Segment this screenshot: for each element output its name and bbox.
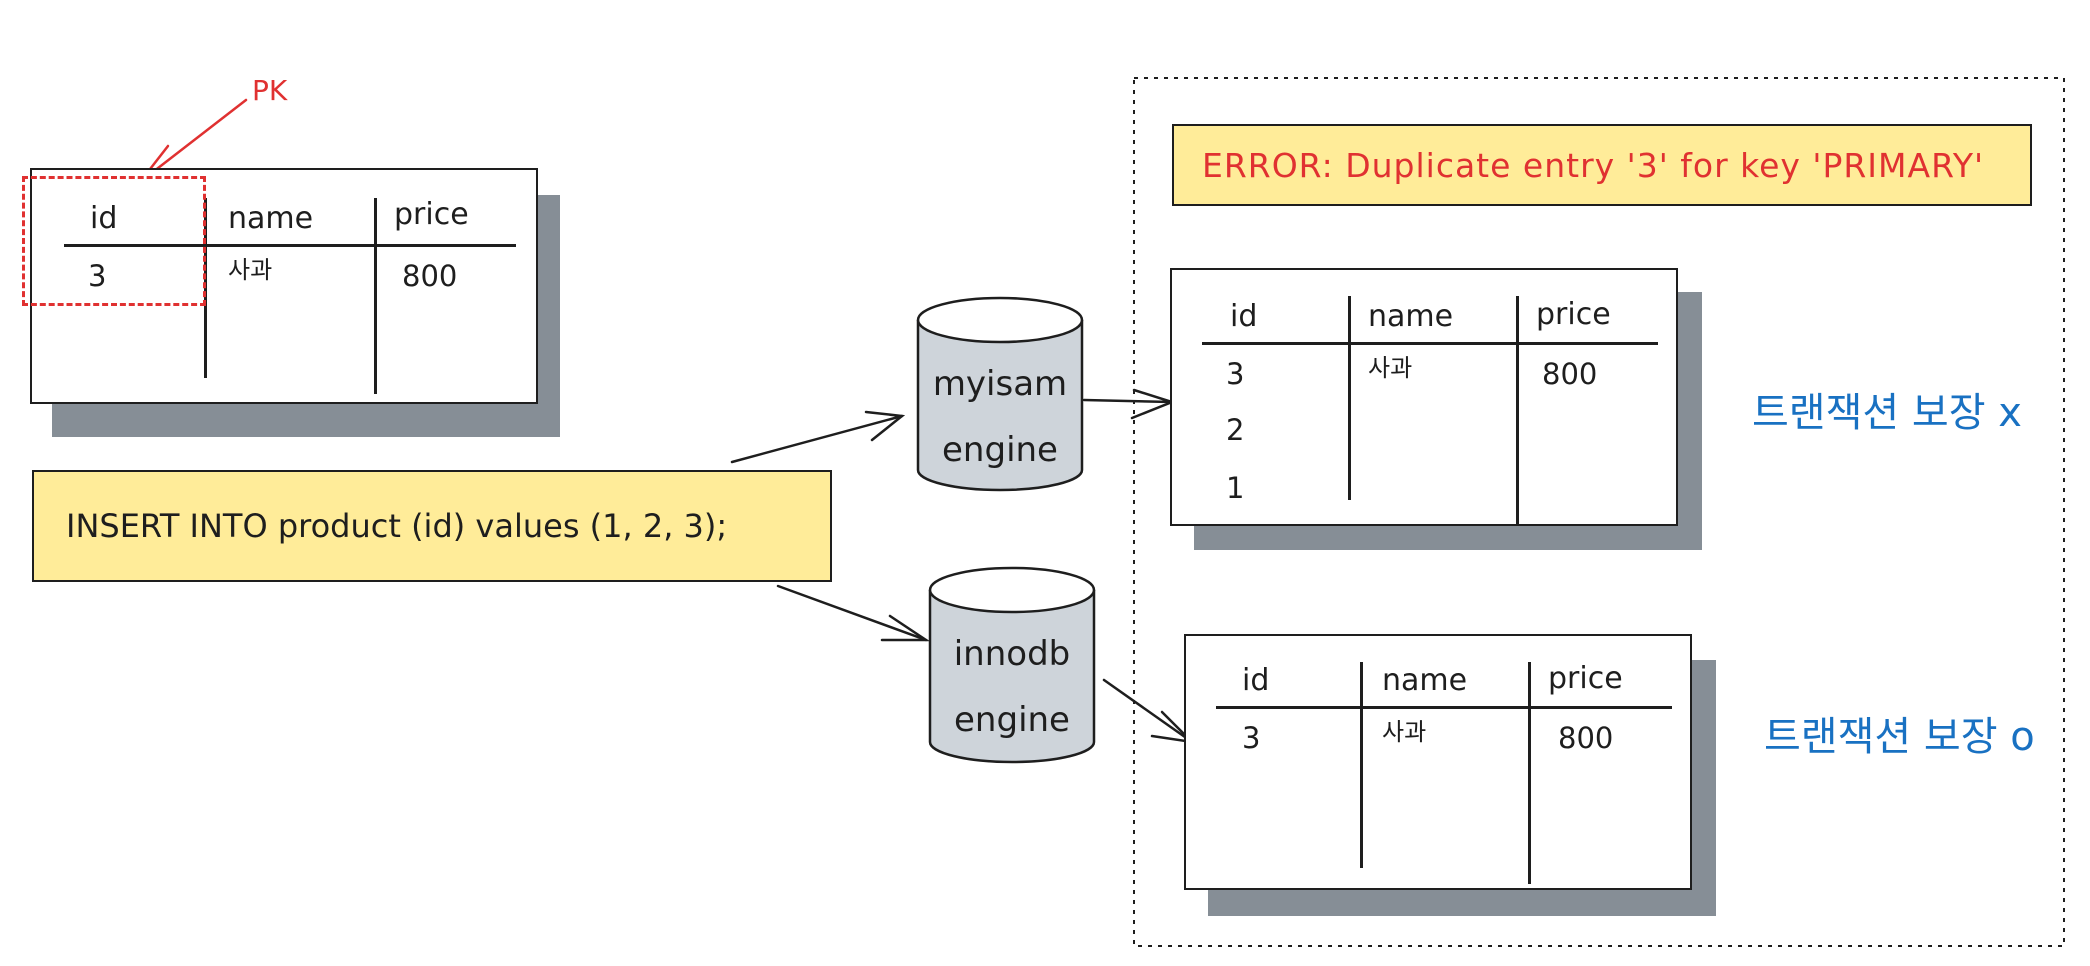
cell-price: 800: [402, 259, 458, 293]
column-divider: [374, 198, 377, 394]
row-1-name: 사과: [1368, 354, 1413, 382]
row-1-id: 3: [1242, 721, 1261, 755]
innodb-name: innodb: [953, 634, 1071, 674]
myisam-transaction-note: 트랜잭션 보장 x: [1752, 390, 2022, 436]
header-divider: [1202, 342, 1658, 345]
row-2-id: 2: [1226, 413, 1245, 447]
myisam-engine-word: engine: [942, 430, 1058, 470]
myisam-table: id name price 3 사과 800 2 1: [1170, 268, 1678, 526]
innodb-cylinder-icon: [928, 566, 1096, 764]
header-price: price: [394, 197, 469, 232]
myisam-engine-label: myisam engine: [915, 364, 1085, 470]
column-divider: [1360, 662, 1363, 868]
innodb-engine-word: engine: [954, 700, 1070, 740]
header-name: name: [1382, 663, 1468, 698]
header-id: id: [1230, 299, 1258, 334]
cell-id: 3: [88, 259, 107, 293]
header-name: name: [228, 201, 314, 236]
innodb-table: id name price 3 사과 800: [1184, 634, 1692, 890]
column-divider: [1528, 662, 1531, 884]
arrow-myisam-to-table: [1082, 388, 1176, 420]
header-divider: [1216, 706, 1672, 709]
innodb-transaction-note: 트랜잭션 보장 o: [1764, 714, 2035, 760]
row-1-id: 3: [1226, 357, 1245, 391]
header-id: id: [1242, 663, 1270, 698]
cell-name: 사과: [228, 256, 273, 284]
header-price: price: [1548, 661, 1623, 696]
row-1-name: 사과: [1382, 718, 1427, 746]
pk-label: PK: [252, 74, 288, 107]
header-divider: [64, 244, 516, 247]
error-message-box: ERROR: Duplicate entry '3' for key 'PRIM…: [1172, 124, 2032, 206]
source-table: id name price 3 사과 800: [30, 168, 538, 404]
row-1-price: 800: [1558, 721, 1614, 755]
result-dashed-frame: [1133, 77, 2065, 947]
header-price: price: [1536, 297, 1611, 332]
sql-statement: INSERT INTO product (id) values (1, 2, 3…: [66, 507, 728, 545]
myisam-cylinder-icon: [916, 296, 1084, 492]
header-name: name: [1368, 299, 1454, 334]
arrow-innodb-to-table: [1102, 678, 1196, 744]
error-message: ERROR: Duplicate entry '3' for key 'PRIM…: [1202, 145, 1985, 185]
arrow-sql-to-innodb: [776, 584, 931, 642]
row-1-price: 800: [1542, 357, 1598, 391]
innodb-engine-label: innodb engine: [927, 634, 1097, 740]
sql-statement-box: INSERT INTO product (id) values (1, 2, 3…: [32, 470, 832, 582]
pk-highlight: [22, 176, 206, 306]
header-id: id: [90, 201, 118, 236]
column-divider: [1516, 296, 1519, 524]
row-3-id: 1: [1226, 471, 1245, 505]
myisam-name: myisam: [932, 364, 1068, 404]
arrow-sql-to-myisam: [730, 410, 906, 464]
column-divider: [1348, 296, 1351, 500]
